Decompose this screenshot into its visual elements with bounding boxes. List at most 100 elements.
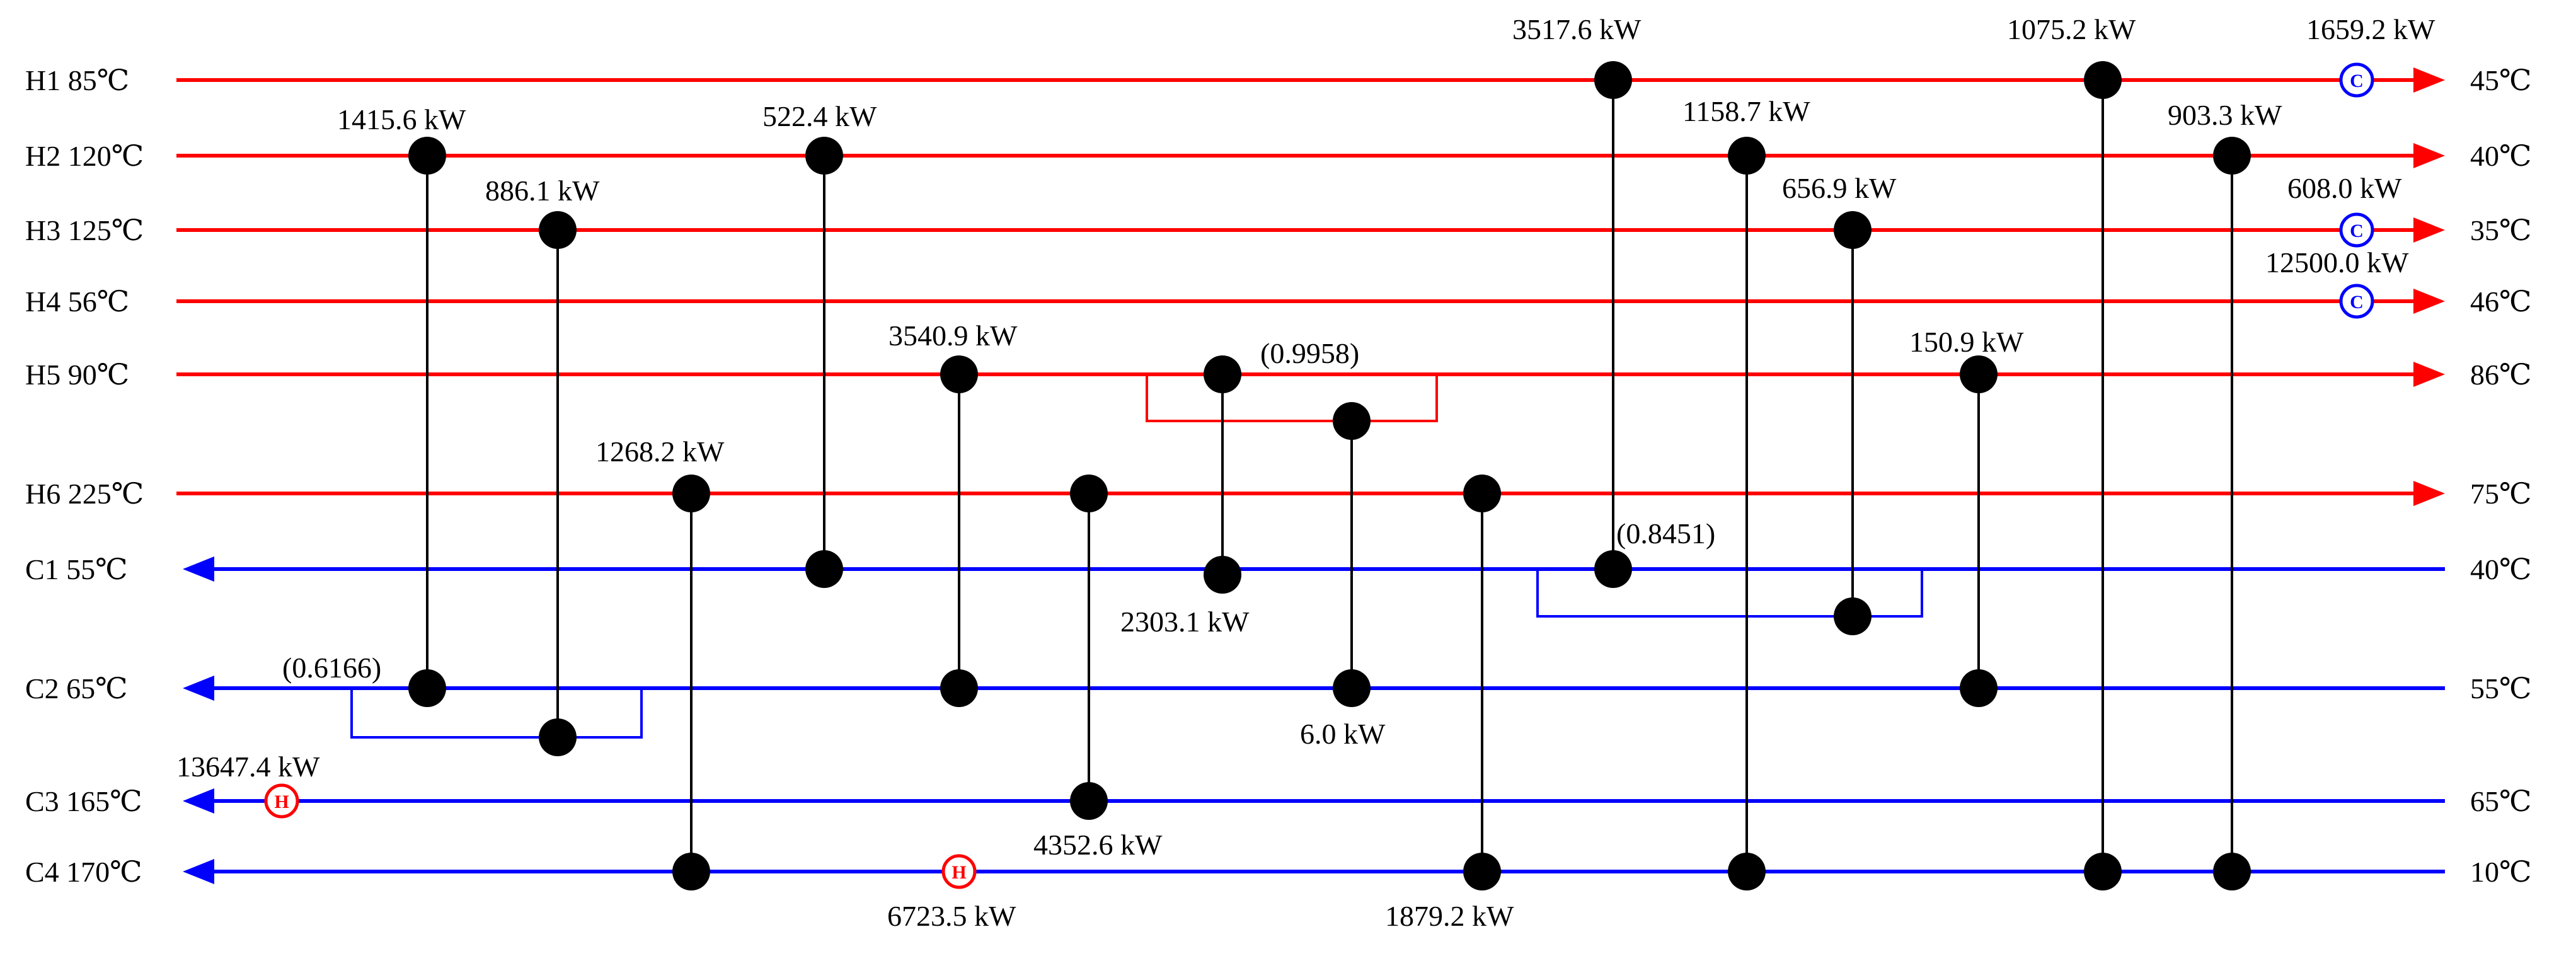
arrow-left-icon — [183, 676, 214, 701]
split-fraction-c2: (0.6166) — [282, 652, 381, 684]
target-temp-h1: 45℃ — [2470, 64, 2531, 96]
arrow-right-icon — [2413, 362, 2445, 387]
exchanger-node[interactable] — [1204, 355, 1241, 393]
exchanger-node[interactable] — [1204, 556, 1241, 594]
stream-split-c2 — [350, 688, 643, 739]
heater-icon[interactable] — [264, 783, 299, 819]
exchanger-node[interactable] — [1463, 475, 1501, 512]
target-temp-h3: 35℃ — [2470, 214, 2531, 246]
arrow-right-icon — [2413, 481, 2445, 506]
arrow-left-icon — [183, 859, 214, 884]
exchanger-node[interactable] — [672, 475, 710, 512]
exchanger-node[interactable] — [1333, 402, 1371, 440]
arrow-right-icon — [2413, 217, 2445, 243]
exchanger-node[interactable] — [2084, 853, 2122, 890]
cooler-icon[interactable] — [2339, 212, 2374, 248]
exchanger-node[interactable] — [2084, 61, 2122, 99]
exchanger-node[interactable] — [672, 853, 710, 890]
exchanger-connections — [426, 80, 2233, 872]
cooler-icon[interactable] — [2339, 62, 2374, 98]
arrow-right-icon — [2413, 67, 2445, 93]
utility-duty-labels: 1659.2 kW 608.0 kW 12500.0 kW 13647.4 kW… — [176, 13, 2435, 932]
split-fraction-c1: (0.8451) — [1616, 517, 1715, 550]
stream-split-c1 — [1536, 569, 1923, 618]
exchanger-duty-labels: 3517.6 kW 1075.2 kW 1415.6 kW 522.4 kW 1… — [337, 13, 2282, 932]
exchanger-node[interactable] — [2213, 137, 2251, 175]
exchanger-node[interactable] — [805, 550, 843, 588]
heater-duty-label: 13647.4 kW — [176, 751, 320, 783]
stream-label-h4: H4 56℃ — [25, 285, 129, 318]
exchanger-node[interactable] — [1594, 550, 1632, 588]
duty-label: 903.3 kW — [2168, 99, 2282, 131]
exchanger-node[interactable] — [940, 669, 978, 707]
stream-label-h3: H3 125℃ — [25, 214, 144, 246]
stream-split-h5 — [1146, 374, 1438, 422]
exchanger-node[interactable] — [1070, 475, 1108, 512]
exchanger-node[interactable] — [539, 718, 577, 756]
cooler-icon[interactable] — [2339, 284, 2374, 319]
cooler-symbol-label: C — [2350, 292, 2364, 313]
stream-label-h5: H5 90℃ — [25, 359, 129, 391]
arrow-right-icon — [2413, 289, 2445, 314]
stream-label-h6: H6 225℃ — [25, 478, 144, 510]
stream-label-c3: C3 165℃ — [25, 785, 142, 817]
heater-duty-label: 6723.5 kW — [887, 900, 1016, 932]
stream-label-c4: C4 170℃ — [25, 856, 142, 888]
heater-symbol-label: H — [952, 862, 966, 883]
exchanger-node[interactable] — [408, 137, 446, 175]
stream-label-c1: C1 55℃ — [25, 553, 128, 585]
target-temp-c1: 40℃ — [2470, 553, 2531, 585]
target-temp-h2: 40℃ — [2470, 140, 2531, 172]
duty-label: 886.1 kW — [485, 175, 600, 207]
heater-symbol-label: H — [274, 792, 289, 812]
duty-label: 656.9 kW — [1782, 172, 1897, 204]
exchanger-node[interactable] — [1960, 669, 1998, 707]
duty-label: 1075.2 kW — [2007, 13, 2136, 45]
cold-stream-lines — [183, 556, 2445, 884]
cooler-symbol-label: C — [2350, 71, 2364, 91]
heater-symbols: H H — [264, 783, 977, 889]
duty-label: 4352.6 kW — [1033, 829, 1163, 861]
exchanger-node[interactable] — [940, 355, 978, 393]
duty-label: 3540.9 kW — [888, 320, 1018, 352]
cooler-duty-label: 608.0 kW — [2287, 172, 2402, 204]
cooler-duty-label: 12500.0 kW — [2265, 246, 2409, 279]
exchanger-node[interactable] — [1070, 782, 1108, 820]
hot-stream-lines — [176, 67, 2445, 506]
arrow-right-icon — [2413, 143, 2445, 168]
duty-label: 1415.6 kW — [337, 103, 466, 135]
exchanger-node[interactable] — [539, 211, 577, 249]
target-temperature-labels: 45℃ 40℃ 35℃ 46℃ 86℃ 75℃ 40℃ 55℃ 65℃ 10℃ — [2470, 64, 2531, 888]
exchanger-node[interactable] — [1960, 355, 1998, 393]
duty-label: 1158.7 kW — [1682, 95, 1810, 127]
stream-label-h1: H1 85℃ — [25, 64, 129, 96]
stream-labels: H1 85℃ H2 120℃ H3 125℃ H4 56℃ H5 90℃ H6 … — [25, 64, 144, 888]
exchanger-node[interactable] — [2213, 853, 2251, 890]
duty-label: 2303.1 kW — [1120, 606, 1250, 638]
exchanger-node[interactable] — [1594, 61, 1632, 99]
exchanger-node[interactable] — [1728, 853, 1766, 890]
exchanger-node[interactable] — [1463, 853, 1501, 890]
exchanger-node[interactable] — [1834, 597, 1872, 635]
exchanger-nodes — [408, 61, 2251, 890]
target-temp-h6: 75℃ — [2470, 478, 2531, 510]
exchanger-node[interactable] — [805, 137, 843, 175]
cooler-symbol-label: C — [2350, 221, 2364, 241]
target-temp-c3: 65℃ — [2470, 785, 2531, 817]
exchanger-node[interactable] — [1333, 669, 1371, 707]
duty-label: 522.4 kW — [762, 100, 877, 132]
heater-icon[interactable] — [941, 854, 977, 889]
exchanger-node[interactable] — [408, 669, 446, 707]
cooler-symbols: C C C — [2339, 62, 2374, 319]
arrow-left-icon — [183, 556, 214, 582]
duty-label: 6.0 kW — [1300, 718, 1386, 750]
exchanger-node[interactable] — [1728, 137, 1766, 175]
target-temp-h4: 46℃ — [2470, 285, 2531, 318]
target-temp-c4: 10℃ — [2470, 856, 2531, 888]
duty-label: 3517.6 kW — [1512, 13, 1642, 45]
exchanger-node[interactable] — [1834, 211, 1872, 249]
duty-label: 150.9 kW — [1909, 326, 2024, 358]
target-temp-h5: 86℃ — [2470, 359, 2531, 391]
stream-label-h2: H2 120℃ — [25, 140, 144, 172]
